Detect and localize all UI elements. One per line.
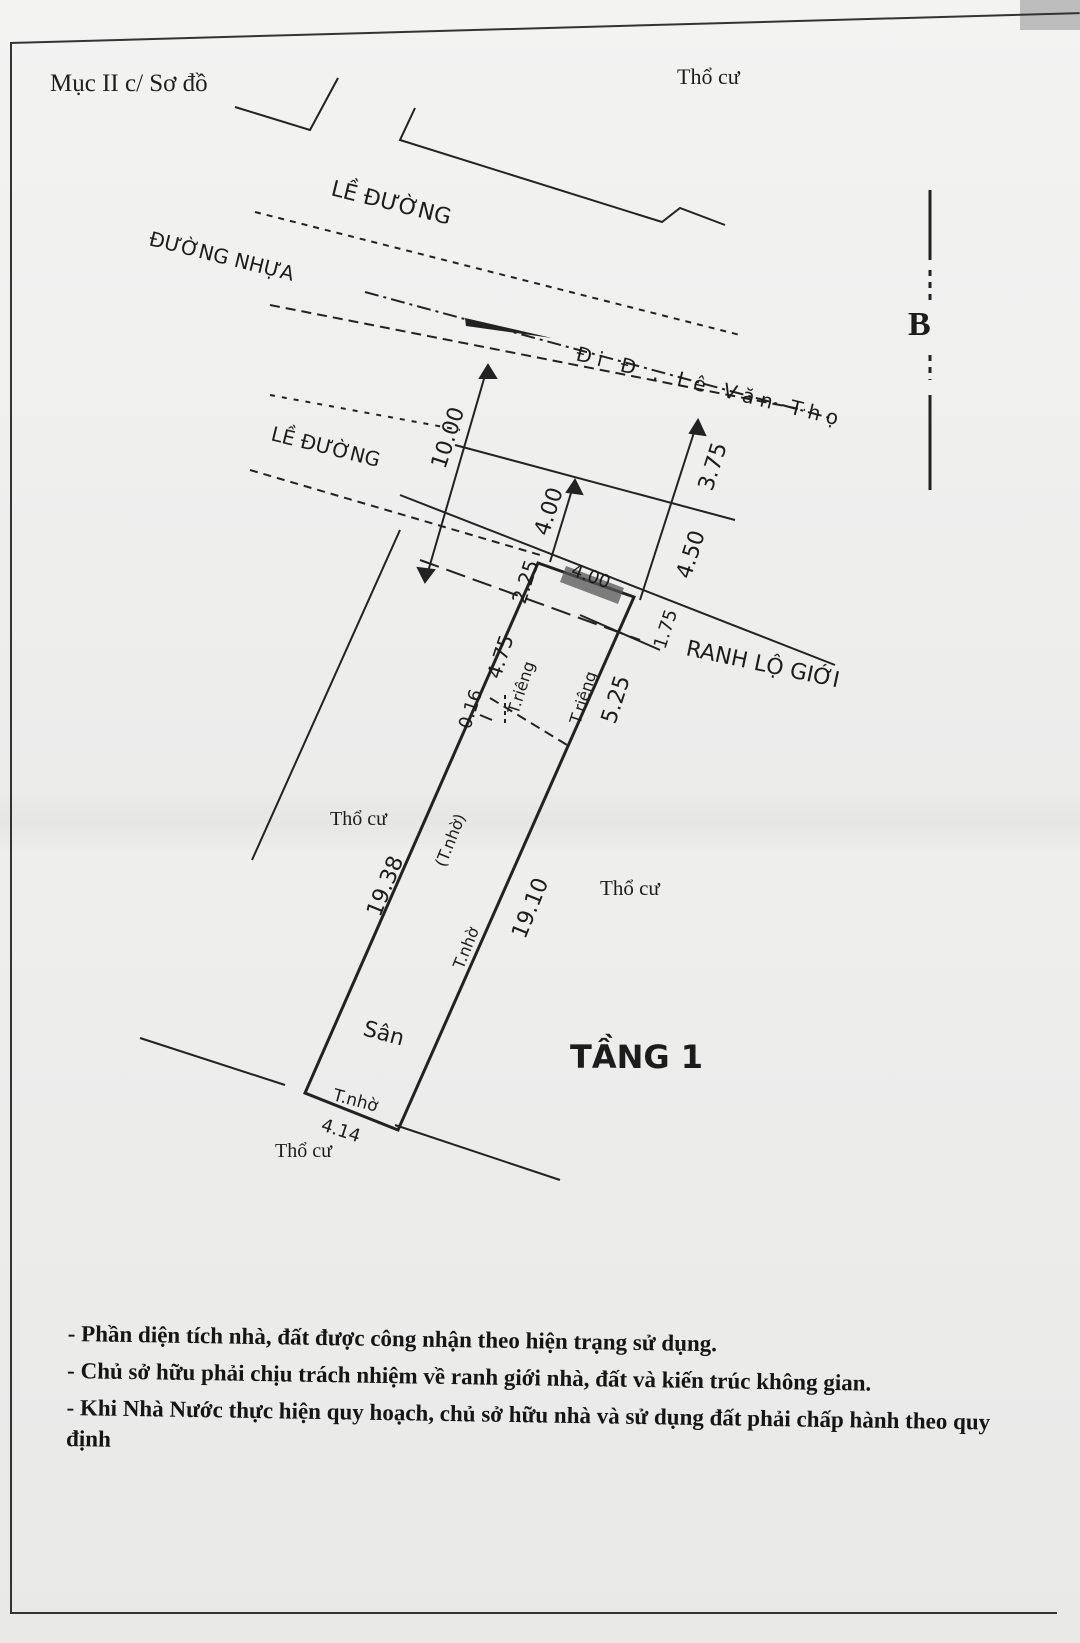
setback-line-upper <box>454 444 736 521</box>
boundary-marker <box>579 614 661 651</box>
dimension-450: 4.50 <box>672 528 711 582</box>
dimension-525: 5.25 <box>597 673 636 727</box>
dimension-475: 4.75 <box>482 632 519 682</box>
arrowhead-450 <box>688 417 707 437</box>
wall-label-shared-right: T.riêng <box>565 669 600 727</box>
street-name-label: Đi Đ . Lê Văn Thọ <box>574 342 847 432</box>
interior-divider-dashed <box>489 697 573 749</box>
road-edge-lower-dashed <box>269 394 461 431</box>
arrowhead-400 <box>565 478 584 496</box>
neighbor-line-left <box>251 529 401 861</box>
neighbor-line-bottom-right <box>394 1124 561 1181</box>
dimension-tick-016 <box>479 714 493 721</box>
dimension-400-left: 4.00 <box>530 485 569 539</box>
neighbor-line-bottom-left <box>139 1037 286 1086</box>
dimension-016: 0.16 <box>455 687 487 732</box>
neighbor-label-top: Thổ cư <box>677 64 741 89</box>
road-edge-top-dashed <box>254 211 741 336</box>
road-label-le-duong-bottom: LỀ ĐƯỜNG <box>269 421 383 472</box>
dimension-1000: 10.00 <box>427 404 470 472</box>
wall-label-left: (T.nhờ) <box>431 811 469 870</box>
neighbor-outline-left <box>234 77 339 132</box>
dimension-line-1000 <box>424 364 489 583</box>
setback-line-dashed <box>419 559 641 641</box>
dimension-225: 2.25 <box>507 557 544 607</box>
north-arrow-label: B <box>908 306 931 343</box>
background-corner <box>1020 0 1080 30</box>
road-label-le-duong-top: LỀ ĐƯỜNG <box>329 174 455 231</box>
arrowhead-1000-bottom <box>416 566 436 584</box>
arrowhead-1000-top <box>478 363 498 379</box>
neighbor-outline-right <box>398 107 726 226</box>
section-heading: Mục II c/ Sơ đồ <box>50 70 208 97</box>
hatched-area <box>560 566 624 604</box>
dimension-line-400 <box>549 479 576 563</box>
dimension-line-450 <box>639 419 699 601</box>
dimension-1910: 19.10 <box>507 874 554 942</box>
boundary-line-diagonal <box>399 494 836 666</box>
road-label-duong-nhua: ĐƯỜNG NHỰA <box>147 227 297 286</box>
dimension-375: 3.75 <box>694 440 733 494</box>
street-arrow <box>465 318 552 338</box>
note-item: - Khi Nhà Nước thực hiện quy hoạch, chủ … <box>65 1395 991 1452</box>
dimension-1938: 19.38 <box>362 852 409 920</box>
neighbor-label-left: Thổ cư <box>330 808 388 830</box>
neighbor-label-bottom: Thổ cư <box>275 1140 333 1162</box>
page-frame <box>10 42 1057 1614</box>
neighbor-label-right: Thổ cư <box>600 876 660 900</box>
road-centerline <box>269 304 806 411</box>
boundary-label: RANH LỘ GIỚI <box>684 635 842 693</box>
dimension-175: 1.75 <box>650 607 682 652</box>
notes-section: - Phần diện tích nhà, đất được công nhận… <box>66 1318 998 1475</box>
yard-label: Sân <box>360 1017 406 1052</box>
floor-label: TẦNG 1 <box>570 1034 703 1076</box>
